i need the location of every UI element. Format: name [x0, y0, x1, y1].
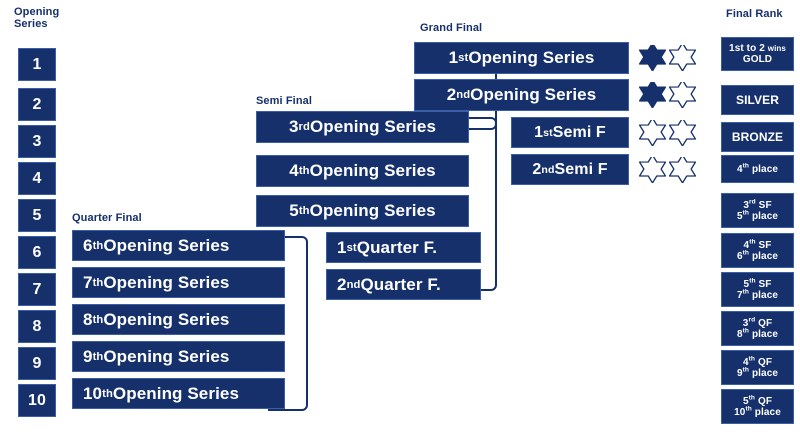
star-outline-icon [669, 82, 696, 108]
star-filled-icon [639, 82, 666, 108]
seed-box-9[interactable]: 9 [18, 347, 56, 380]
seed-box-4[interactable]: 4 [18, 162, 56, 195]
star-row-3 [639, 120, 696, 146]
header-final-rank: Final Rank [726, 8, 783, 20]
star-filled-icon [639, 45, 666, 71]
star-row-2 [639, 82, 696, 108]
final-rank-box-3[interactable]: BRONZE [721, 122, 794, 152]
seed-box-8[interactable]: 8 [18, 310, 56, 343]
header-quarter-final: Quarter Final [72, 212, 142, 224]
star-row-1 [639, 45, 696, 71]
star-outline-icon [669, 120, 696, 146]
star-outline-icon [669, 157, 696, 183]
seed-box-2[interactable]: 2 [18, 88, 56, 121]
star-outline-icon [669, 45, 696, 71]
seed-box-6[interactable]: 6 [18, 236, 56, 269]
final-rank-box-2[interactable]: SILVER [721, 85, 794, 115]
seed-box-10[interactable]: 10 [18, 384, 56, 417]
seed-box-7[interactable]: 7 [18, 273, 56, 306]
seed-box-5[interactable]: 5 [18, 199, 56, 232]
star-outline-icon [639, 120, 666, 146]
seed-box-1[interactable]: 1 [18, 48, 56, 81]
seed-box-3[interactable]: 3 [18, 125, 56, 158]
quarter-final-bracket-connector [268, 236, 308, 411]
star-outline-icon [639, 157, 666, 183]
final-rank-box-4[interactable]: 4th place [721, 155, 794, 183]
header-opening-series: Opening Series [14, 6, 60, 30]
star-row-4 [639, 157, 696, 183]
header-semi-final: Semi Final [256, 95, 313, 107]
header-grand-final: Grand Final [420, 22, 483, 34]
